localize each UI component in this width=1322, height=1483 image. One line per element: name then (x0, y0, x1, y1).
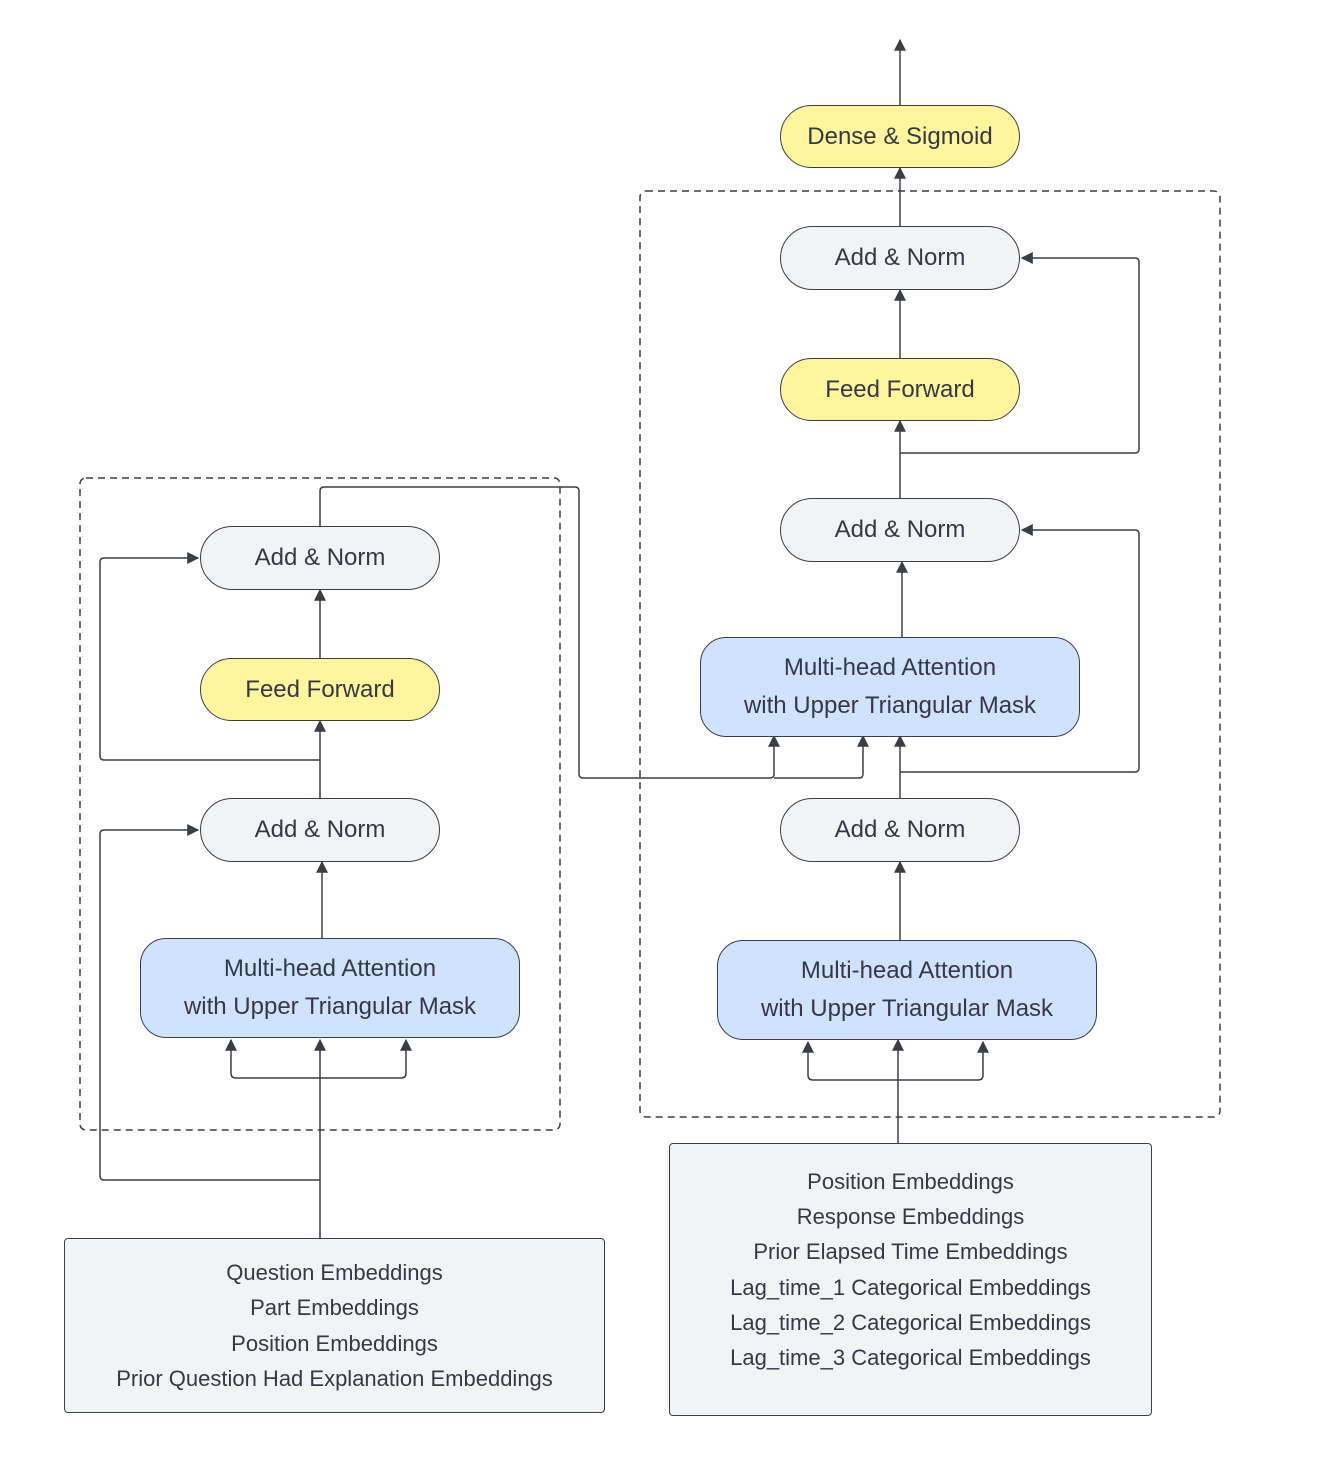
dec-input-split-right (898, 1040, 989, 1081)
decoder-input-item: Lag_time_3 Categorical Embeddings (730, 1345, 1091, 1371)
encoder-self-attention-line1: Multi-head Attention (223, 955, 437, 982)
decoder-add-norm-mid-label: Add & Norm (834, 516, 966, 543)
decoder-feed-forward: Feed Forward (780, 358, 1020, 421)
decoder-block-frame (639, 190, 1221, 1118)
dense-sigmoid-node: Dense & Sigmoid (780, 105, 1020, 168)
decoder-add-norm-low-label: Add & Norm (834, 816, 966, 843)
decoder-self-attention-line1: Multi-head Attention (800, 957, 1014, 984)
encoder-self-attention: Multi-head Attention with Upper Triangul… (140, 938, 520, 1038)
decoder-input-item: Lag_time_2 Categorical Embeddings (730, 1309, 1091, 1335)
decoder-input-item: Prior Elapsed Time Embeddings (753, 1239, 1068, 1265)
dec-residual-2 (900, 252, 1140, 454)
decoder-add-norm-top: Add & Norm (780, 226, 1020, 290)
encoder-input-item: Part Embeddings (250, 1295, 419, 1321)
decoder-cross-attention-line2: with Upper Triangular Mask (743, 692, 1037, 719)
encoder-input-item: Position Embeddings (231, 1330, 438, 1356)
encoder-input-item: Question Embeddings (226, 1260, 443, 1286)
encoder-add-norm-low: Add & Norm (200, 798, 440, 862)
decoder-input-item: Lag_time_1 Categorical Embeddings (730, 1274, 1091, 1300)
encoder-add-norm-top: Add & Norm (200, 526, 440, 590)
encoder-feed-forward: Feed Forward (200, 658, 440, 721)
enc-residual-1 (99, 824, 320, 1181)
dec-residual-1 (900, 524, 1140, 773)
decoder-input-item: Position Embeddings (807, 1169, 1014, 1194)
enc-residual-2 (99, 552, 320, 761)
decoder-self-attention-line2: with Upper Triangular Mask (760, 995, 1054, 1022)
decoder-add-norm-mid: Add & Norm (780, 498, 1020, 562)
decoder-feed-forward-label: Feed Forward (825, 375, 975, 403)
decoder-add-norm-top-label: Add & Norm (834, 244, 966, 271)
decoder-input-item: Response Embeddings (796, 1204, 1025, 1230)
encoder-input-item: Prior Question Had Explanation Embedding… (116, 1365, 553, 1391)
decoder-cross-attention-line1: Multi-head Attention (783, 654, 997, 681)
encoder-add-norm-low-label: Add & Norm (254, 816, 386, 843)
encoder-input-box: Question Embeddings Part Embeddings Posi… (64, 1238, 605, 1413)
decoder-add-norm-low: Add & Norm (780, 798, 1020, 862)
decoder-self-attention: Multi-head Attention with Upper Triangul… (717, 940, 1097, 1040)
decoder-cross-attention: Multi-head Attention with Upper Triangul… (700, 637, 1080, 737)
encoder-feed-forward-label: Feed Forward (245, 675, 395, 703)
enc-output-to-decoder-2 (774, 734, 869, 779)
enc-input-split-right (320, 1038, 412, 1079)
encoder-add-norm-top-label: Add & Norm (254, 544, 386, 571)
enc-output-to-decoder (319, 486, 780, 779)
enc-input-split (225, 1038, 320, 1079)
decoder-input-box: Position Embeddings Response Embeddings … (669, 1143, 1152, 1416)
encoder-self-attention-line2: with Upper Triangular Mask (183, 993, 477, 1020)
dec-input-split (802, 1040, 898, 1081)
dense-sigmoid-label: Dense & Sigmoid (807, 122, 993, 150)
